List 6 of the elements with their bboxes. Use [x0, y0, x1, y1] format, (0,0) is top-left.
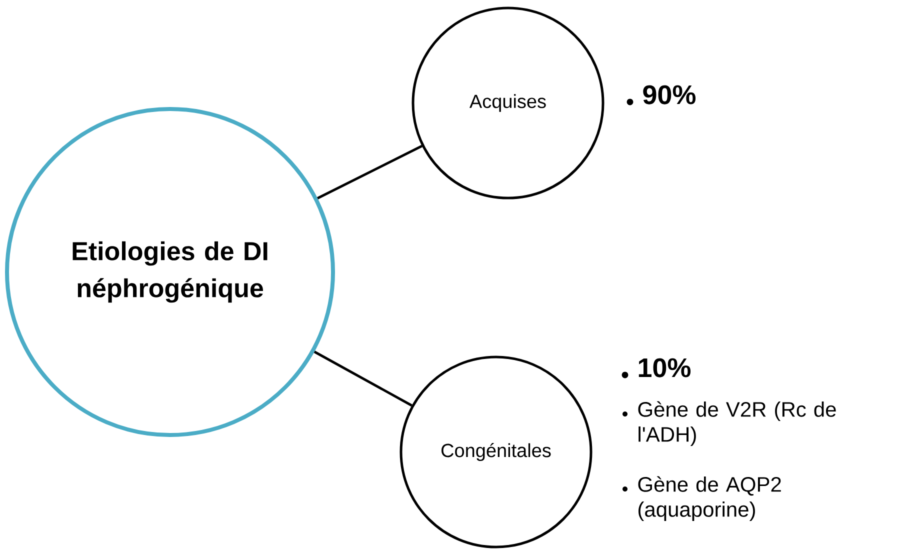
bullet-text: Gène de AQP2 (aquaporine)	[638, 476, 781, 522]
bullet-text: Gène de V2R (Rc de l'ADH)	[638, 401, 836, 446]
percentage-label: 10%	[638, 358, 691, 378]
connector-line	[317, 144, 422, 200]
percentage-label: 90%	[643, 85, 696, 104]
connector-line	[314, 350, 412, 407]
